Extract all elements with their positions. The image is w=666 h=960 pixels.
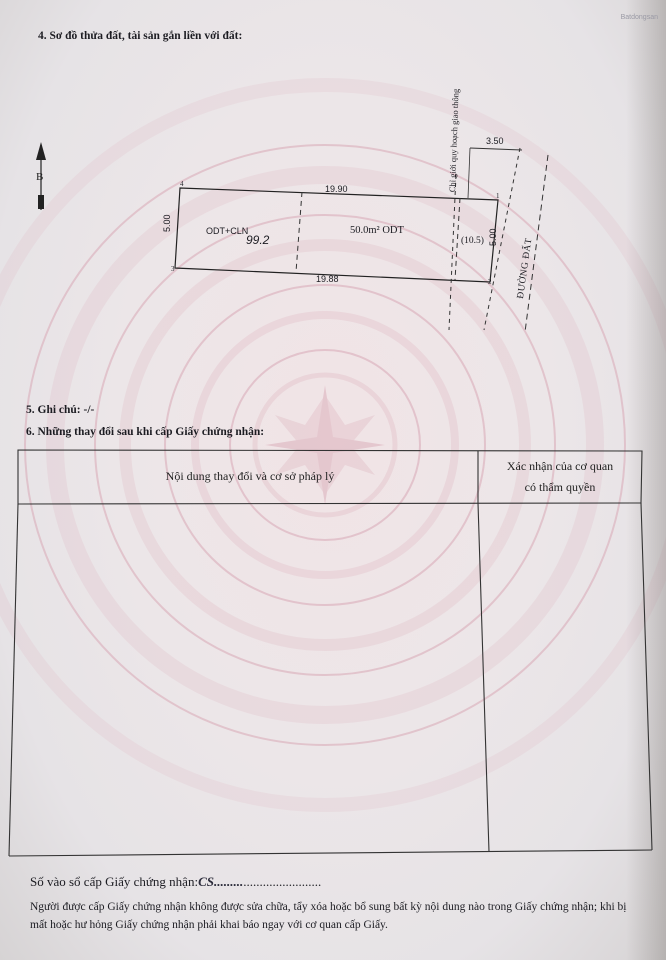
watermark-logo: Batdongsan bbox=[620, 14, 658, 21]
section-6-heading: 6. Những thay đổi sau khi cấp Giấy chứng… bbox=[26, 426, 265, 438]
corner-label-1: 1 bbox=[496, 192, 500, 200]
register-number-label: Số vào sổ cấp Giấy chứng nhận:CS........… bbox=[30, 874, 321, 890]
register-dots: ........................ bbox=[243, 874, 322, 889]
plot-division-line bbox=[295, 191, 303, 273]
dim-top: 19.90 bbox=[325, 184, 348, 194]
road-edge-line-1 bbox=[483, 147, 521, 331]
plot-boundary bbox=[174, 187, 499, 283]
section-4-heading: 4. Sơ đồ thửa đất, tài sản gắn liền với … bbox=[38, 30, 243, 42]
table-header-changes: Nội dung thay đổi và cơ sở pháp lý bbox=[165, 469, 335, 483]
land-code-note: 99.2 bbox=[246, 233, 270, 247]
land-code-left: ODT+CLN bbox=[206, 226, 249, 236]
north-letter: B bbox=[36, 171, 43, 183]
notice-text: Người được cấp Giấy chứng nhận không đượ… bbox=[30, 901, 627, 931]
corner-label-4: 4 bbox=[180, 180, 184, 188]
road-dim-line bbox=[469, 147, 523, 151]
area-side: (10.5) bbox=[461, 236, 484, 246]
dim-road-width: 3.50 bbox=[486, 136, 504, 146]
land-plot-diagram: B bbox=[36, 142, 549, 333]
register-label: Số vào sổ cấp Giấy chứng nhận: bbox=[30, 874, 199, 889]
corner-label-2: 2 bbox=[488, 278, 492, 286]
section-5-note: 5. Ghi chú: -/- bbox=[26, 404, 95, 416]
dim-bottom: 19.88 bbox=[316, 274, 339, 284]
corner-label-3: 3 bbox=[171, 265, 175, 273]
plot-division-line-2 bbox=[454, 197, 461, 281]
north-arrow-icon bbox=[36, 142, 46, 210]
table-header-confirmation-2: có thẩm quyền bbox=[524, 480, 596, 494]
area-main: 50.0m² ODT bbox=[350, 225, 404, 236]
road-dim-leader bbox=[467, 147, 471, 199]
paper-edge-shadow bbox=[626, 0, 666, 960]
register-value: CS......... bbox=[198, 874, 244, 889]
table-header-confirmation-1: Xác nhận của cơ quan bbox=[506, 459, 614, 473]
planning-boundary-line bbox=[448, 174, 457, 331]
